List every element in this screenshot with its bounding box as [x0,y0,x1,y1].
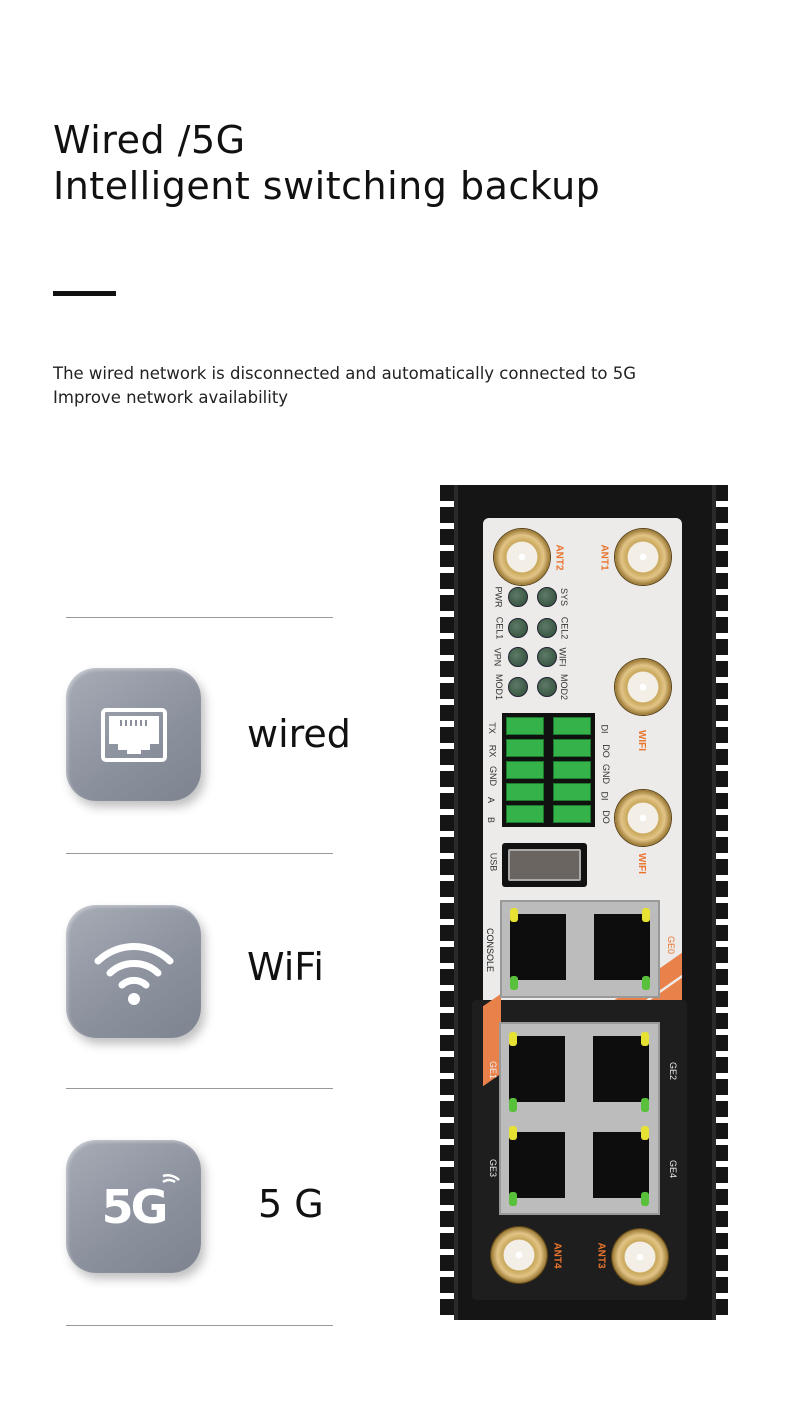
usb-port[interactable] [502,843,587,887]
led-label: SYS [559,587,570,607]
wifi-icon [94,942,173,1005]
led-label: CEL1 [494,616,505,640]
antenna-connector-ant3[interactable] [612,1229,668,1285]
title-line-1: Wired /5G [53,118,246,162]
led-label: CEL2 [559,616,570,640]
terminal-label: A [486,796,497,804]
terminal-label: DO [600,744,611,758]
ge0-label: GE0 [666,935,677,955]
5g-icon: 5G [101,1173,181,1234]
label-ant1: ANT1 [598,544,610,571]
rj45-block-top [500,900,660,998]
divider [66,1088,333,1089]
terminal-label: GND [601,764,611,784]
ge0-port[interactable] [594,914,650,980]
antenna-connector-ant1[interactable] [615,529,671,585]
ethernet-tile [66,668,201,801]
divider [66,617,333,618]
feature-label-5g: 5 G [258,1182,324,1226]
usb-label: USB [488,852,499,872]
antenna-connector-wifi2[interactable] [615,790,671,846]
5g-tile: 5G [66,1140,201,1273]
led-sys [537,587,557,607]
5g-icon-text: 5G [101,1179,169,1234]
divider [66,1325,333,1326]
feature-label-wifi: WiFi [247,945,324,989]
label-ant2: ANT2 [553,544,565,571]
antenna-connector-wifi1[interactable] [615,659,671,715]
ge4-label: GE4 [668,1159,679,1179]
rj45-block-bottom [499,1022,660,1215]
terminal-block[interactable] [502,713,595,827]
label-wifi2: WIFI [636,852,648,875]
ge3-port[interactable] [509,1132,565,1198]
terminal-label: GND [488,766,498,786]
label-wifi1: WIFI [636,729,648,752]
terminal-label: DI [599,724,610,734]
ge1-port[interactable] [509,1036,565,1102]
accent-bar [53,291,116,296]
antenna-connector-ant4[interactable] [491,1227,547,1283]
wifi-tile [66,905,201,1038]
subtitle-line-2: Improve network availability [53,388,289,407]
ethernet-port-icon [100,707,167,762]
led-pwr [508,587,528,607]
led-cel2 [537,618,557,638]
led-vpn [508,647,528,667]
ge4-port[interactable] [593,1132,649,1198]
led-cel1 [508,618,528,638]
ge2-port[interactable] [593,1036,649,1102]
led-label: WIFI [557,647,568,667]
subtitle-line-1: The wired network is disconnected and au… [53,364,637,383]
led-mod2 [537,677,557,697]
label-ant3: ANT3 [595,1242,607,1269]
led-wifi [537,647,557,667]
ge1-label: GE1 [488,1060,499,1080]
led-label: PWR [493,586,504,608]
led-label: VPN [492,647,503,667]
console-label: CONSOLE [485,927,496,973]
console-port[interactable] [510,914,566,980]
ge2-label: GE2 [668,1061,679,1081]
terminal-label: RX [487,744,498,758]
led-label: MOD1 [494,673,505,701]
divider [66,853,333,854]
terminal-label: TX [486,722,497,734]
terminal-label: DO [600,810,611,824]
ge3-label: GE3 [488,1158,499,1178]
led-label: MOD2 [559,673,570,701]
terminal-label: B [486,816,497,824]
label-ant4: ANT4 [551,1242,563,1269]
feature-label-wired: wired [247,712,351,756]
antenna-connector-ant2[interactable] [494,529,550,585]
terminal-label: DI [599,791,610,801]
led-mod1 [508,677,528,697]
title-line-2: Intelligent switching backup [53,164,601,208]
